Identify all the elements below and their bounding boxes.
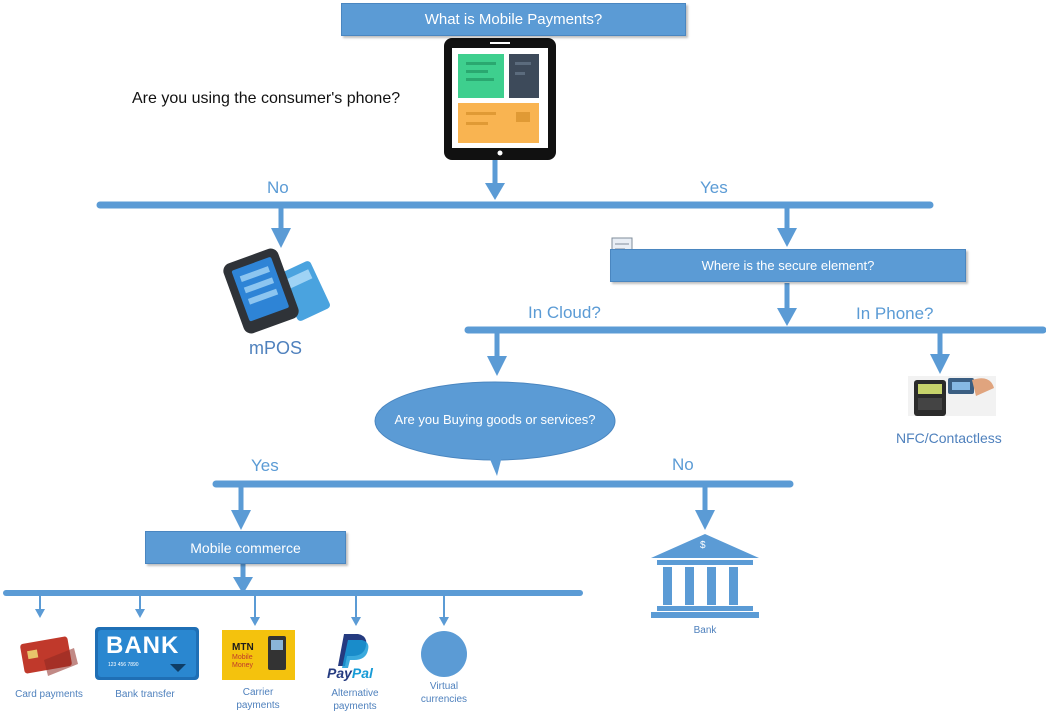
branch-yes-goods-label: Yes	[251, 456, 279, 475]
bank-card-number: 123 456 7890	[108, 662, 139, 668]
goods-question-text: Are you Buying goods or services?	[394, 412, 596, 427]
mpos-phone-icon	[223, 248, 330, 334]
bank-building-icon	[651, 534, 759, 618]
virtual-currency-icon	[421, 631, 467, 677]
bank-transfer-card-icon	[95, 627, 199, 680]
mtn-logo-sub2: Money	[232, 662, 254, 669]
virtual-line2: currencies	[420, 694, 468, 705]
virtual-line1: Virtual	[429, 681, 459, 692]
nfc-terminal-icon	[908, 376, 996, 416]
mobile-commerce-box: Mobile commerce	[145, 531, 346, 564]
paypal-wordmark: PayPal	[327, 665, 373, 681]
secure-element-box: Where is the secure element?	[610, 249, 966, 282]
branch-in-phone-label: In Phone?	[856, 304, 934, 323]
mobile-commerce-text: Mobile commerce	[190, 539, 301, 556]
mpos-label: mPOS	[249, 338, 303, 358]
bank-card-text: BANK	[106, 632, 180, 659]
card-payments-label: Card payments	[15, 689, 83, 700]
branch-no-label: No	[267, 178, 289, 197]
branch-no-goods-label: No	[672, 455, 694, 474]
alternative-line2: payments	[333, 701, 377, 712]
bank-transfer-label: Bank transfer	[115, 689, 175, 700]
bank-label: Bank	[693, 625, 717, 636]
credit-card-icon	[20, 636, 78, 676]
alternative-payments-label: Alternative payments	[318, 687, 392, 713]
secure-element-text: Where is the secure element?	[701, 258, 875, 273]
consumer-phone-question: Are you using the consumer's phone?	[132, 90, 401, 107]
mtn-logo-sub1: Mobile	[232, 654, 253, 661]
carrier-payments-label: Carrier payments	[222, 686, 294, 712]
paypal-pal: Pal	[351, 665, 373, 681]
alternative-line1: Alternative	[331, 688, 379, 699]
carrier-line2: payments	[236, 700, 280, 711]
page-title: What is Mobile Payments?	[424, 11, 603, 28]
title-box: What is Mobile Payments?	[341, 3, 686, 36]
branch-in-cloud-label: In Cloud?	[528, 303, 601, 322]
tablet-icon	[444, 38, 556, 160]
branch-yes-label: Yes	[700, 178, 728, 197]
virtual-currencies-label: Virtual currencies	[404, 680, 484, 706]
paypal-pay: Pay	[327, 665, 352, 681]
bank-dollar-symbol: $	[700, 540, 706, 551]
carrier-line1: Carrier	[242, 687, 274, 698]
paypal-icon	[338, 634, 369, 668]
mtn-logo-text: MTN	[232, 642, 254, 653]
mtn-mobile-money-icon	[222, 630, 295, 680]
nfc-label: NFC/Contactless	[896, 430, 1002, 446]
